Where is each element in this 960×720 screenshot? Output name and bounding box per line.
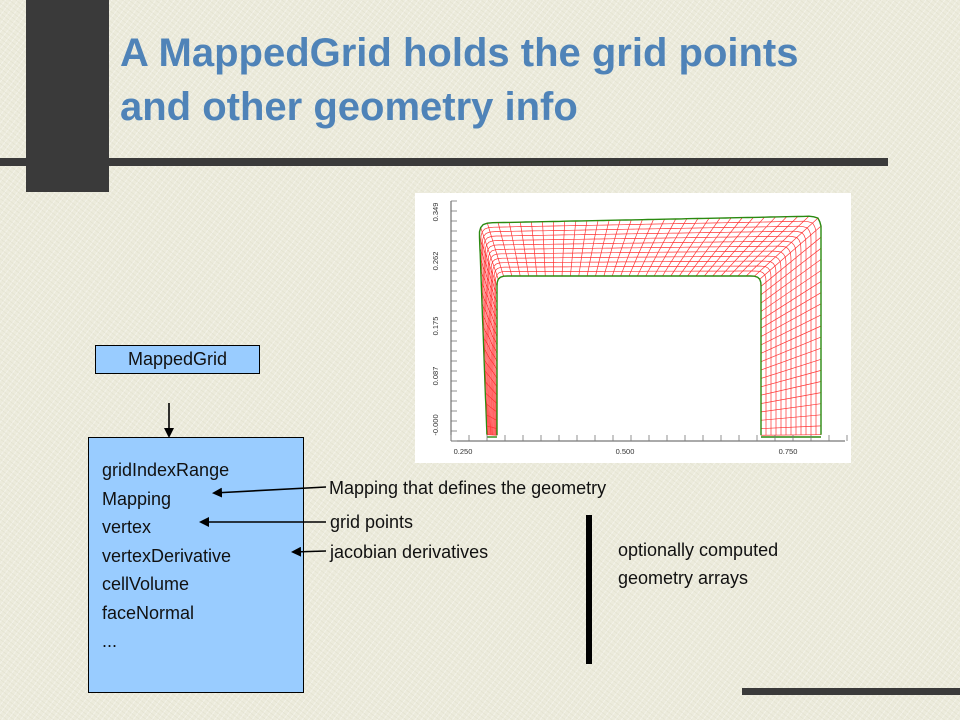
field-vertex: vertex — [102, 517, 152, 537]
grid-tangential-line — [480, 220, 817, 435]
y-tick-label: 0.349 — [431, 203, 440, 222]
note-line-2: geometry arrays — [618, 568, 749, 588]
mappedgrid-fields-box: gridIndexRange Mapping vertex vertexDeri… — [88, 437, 304, 693]
optional-arrays-note: optionally computed geometry arrays — [618, 536, 778, 592]
field-facenormal: faceNormal — [102, 602, 195, 623]
jacobian-arrow — [291, 546, 327, 557]
grid-plot: -0.000 0.087 0.175 0.262 0.349 0.250 0.500 0.75… — [415, 193, 851, 463]
grid-boundary-curve — [478, 215, 822, 435]
optional-arrays-bracket — [586, 515, 592, 664]
mapping-arrow — [212, 486, 327, 498]
title-line-2: and other geometry info — [120, 85, 578, 129]
title-underline-bar — [0, 158, 888, 166]
y-tick-label: 0.262 — [431, 252, 440, 271]
field-cellvolume: cellVolume — [102, 574, 190, 594]
title-line-1: A MappedGrid holds the grid points — [120, 31, 799, 75]
annotation-jacobian: jacobian derivatives — [330, 542, 489, 562]
field-ellipsis: ... — [102, 631, 118, 651]
grid-tangential-line — [492, 260, 777, 436]
y-tick-label: 0.087 — [431, 367, 440, 386]
bottom-corner-bar — [742, 688, 960, 695]
field-vertexderivative: vertexDerivative — [102, 545, 232, 566]
grid-plot-svg: -0.000 0.087 0.175 0.262 0.349 0.250 0.500 0.75… — [431, 200, 848, 456]
slide-title: A MappedGrid holds the grid points and o… — [120, 26, 920, 134]
annotation-mapping: Mapping that defines the geometry — [329, 478, 607, 498]
y-tick-label: -0.000 — [431, 414, 440, 435]
x-tick-label: 0.500 — [616, 447, 635, 456]
y-tick-label: 0.175 — [431, 317, 440, 336]
grid-tangential-line — [489, 250, 787, 436]
grid-tangential-line — [483, 230, 807, 435]
grid-tangential-line — [487, 245, 792, 436]
field-gridindexrange: gridIndexRange — [102, 460, 230, 480]
annotation-grid-points: grid points — [330, 512, 414, 532]
grid-tangential-line — [482, 225, 812, 435]
grid-tangential-line — [486, 240, 797, 435]
grid-tangential-line — [490, 255, 782, 436]
field-mapping: Mapping — [102, 488, 172, 509]
mappedgrid-class-box: MappedGrid — [95, 345, 260, 374]
grid-boundary-curve — [496, 275, 762, 436]
grid-tangential-line — [485, 235, 802, 435]
x-tick-label: 0.750 — [779, 447, 798, 456]
grid-tangential-line — [495, 270, 767, 436]
x-tick-label: 0.250 — [454, 447, 473, 456]
note-line-1: optionally computed — [618, 540, 779, 560]
grid-tangential-line — [493, 265, 772, 436]
